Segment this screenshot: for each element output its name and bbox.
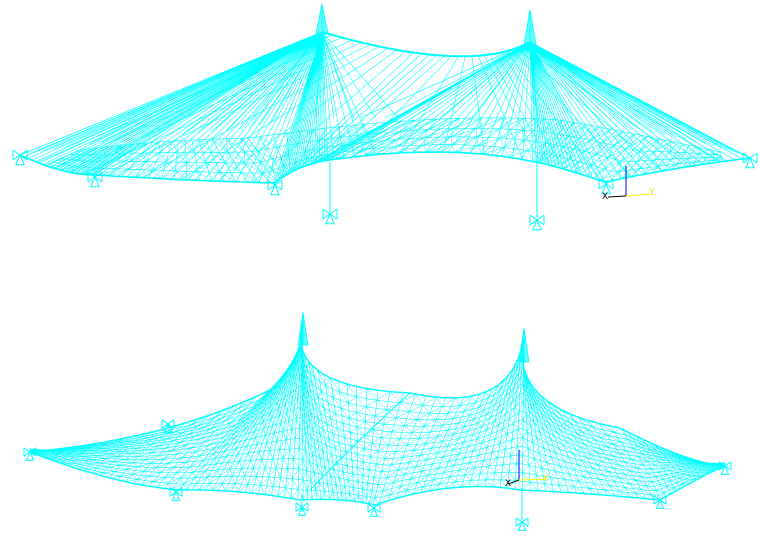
support-symbols: [12, 149, 758, 231]
ridge-hangers: [19, 31, 751, 183]
elevation-view: X Y: [12, 3, 758, 231]
mesh-line: [29, 350, 726, 466]
mesh-line: [30, 373, 726, 465]
support-icon: [267, 179, 283, 196]
tent-membrane-mesh: [29, 311, 726, 520]
axis-y-label: Y: [542, 474, 549, 484]
cable-fan: [359, 41, 751, 159]
coordinate-triad: X Y: [602, 166, 655, 202]
mesh-line: [29, 451, 726, 499]
tent-membrane-mesh: [19, 3, 751, 218]
mast: [523, 9, 537, 45]
mesh-line: [29, 450, 726, 487]
support-symbols: [23, 419, 732, 531]
support-icon: [529, 214, 545, 231]
mesh-line: [29, 450, 726, 492]
axis-y-line: [518, 478, 549, 481]
support-icon: [515, 517, 529, 531]
ridge-cable: [321, 31, 531, 58]
axis-x-label: X: [505, 479, 511, 489]
support-icon: [169, 487, 183, 501]
support-icon: [161, 419, 175, 433]
support-icon: [598, 178, 614, 195]
valley-cable: [309, 392, 411, 491]
mesh-line: [60, 136, 722, 164]
mesh-line: [29, 437, 726, 474]
mesh-line: [69, 128, 721, 156]
mesh-line: [29, 445, 726, 479]
mesh-line: [29, 449, 726, 483]
mesh-line: [29, 395, 726, 464]
mast: [518, 327, 530, 363]
support-icon: [322, 208, 338, 225]
mesh-line: [52, 144, 723, 174]
support-icon: [295, 502, 309, 516]
mast: [315, 3, 329, 35]
support-icon: [742, 152, 758, 169]
support-icon: [718, 461, 732, 475]
axis-y-label: Y: [648, 188, 655, 198]
mesh-line: [29, 406, 726, 464]
mast: [297, 311, 309, 346]
axis-x-line: [607, 195, 627, 198]
axis-x-label: X: [602, 192, 608, 202]
support-icon: [23, 447, 37, 461]
mesh-diagonals: [49, 117, 723, 183]
axis-x-line: [507, 479, 520, 485]
mesh-line: [29, 427, 726, 470]
mesh-line: [29, 416, 726, 466]
coordinate-triad: X Y: [505, 450, 549, 489]
cable-fan: [311, 41, 751, 182]
edge-cable: [29, 319, 726, 467]
edge-cable: [19, 151, 751, 184]
support-icon: [653, 495, 667, 509]
axis-y-line: [625, 193, 651, 197]
support-icon: [12, 149, 28, 166]
support-icon: [367, 503, 381, 517]
support-icon: [87, 171, 103, 188]
perspective-view: X Y: [23, 311, 732, 531]
